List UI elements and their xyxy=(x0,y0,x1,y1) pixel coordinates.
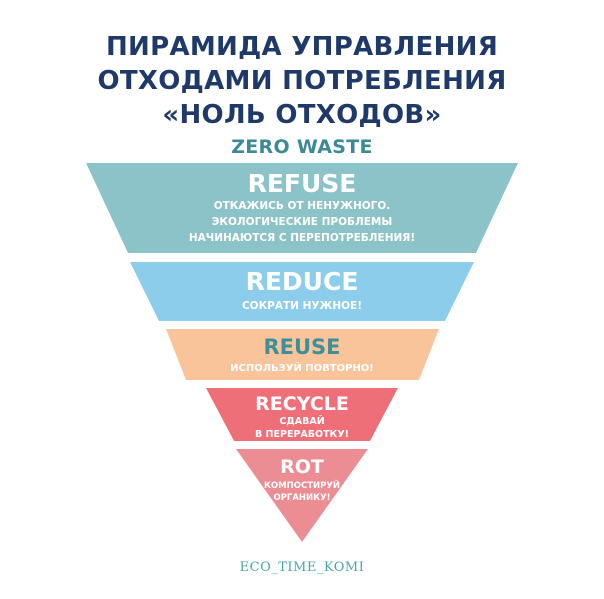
level-reuse-title: REUSE xyxy=(263,335,340,359)
level-rot-band xyxy=(236,449,368,542)
level-reuse-band xyxy=(166,329,439,380)
level-rot: ROT КОМПОСТИРУЙ ОРГАНИКУ! xyxy=(236,449,368,542)
level-refuse-desc-2: ЭКОЛОГИЧЕСКИЕ ПРОБЛЕМЫ xyxy=(212,216,393,228)
level-recycle-desc-2: В ПЕРЕРАБОТКУ! xyxy=(255,429,349,440)
level-refuse-desc-3: НАЧИНАЮТСЯ С ПЕРЕПОТРЕБЛЕНИЯ! xyxy=(189,232,415,244)
level-refuse-desc-1: ОТКАЖИСЬ ОТ НЕНУЖНОГО. xyxy=(214,200,391,212)
level-rot-desc-2: ОРГАНИКУ! xyxy=(273,493,330,503)
subtitle: ZERO WASTE xyxy=(231,136,373,158)
level-reduce-band xyxy=(130,262,474,321)
level-reduce-title: REDUCE xyxy=(246,267,359,296)
level-refuse: REFUSE ОТКАЖИСЬ ОТ НЕНУЖНОГО. ЭКОЛОГИЧЕС… xyxy=(86,163,518,253)
title-line-3: «НОЛЬ ОТХОДОВ» xyxy=(162,100,442,130)
level-reduce: REDUCE СОКРАТИ НУЖНОЕ! xyxy=(130,262,474,321)
level-refuse-band xyxy=(86,163,518,253)
level-recycle: RECYCLE СДАВАЙ В ПЕРЕРАБОТКУ! xyxy=(206,388,398,441)
footer-credit: ECO_TIME_KOMI xyxy=(239,560,365,575)
level-reuse: REUSE ИСПОЛЬЗУЙ ПОВТОРНО! xyxy=(166,329,439,380)
level-recycle-desc-1: СДАВАЙ xyxy=(279,415,324,427)
level-rot-desc-1: КОМПОСТИРУЙ xyxy=(264,479,340,491)
title-line-1: ПИРАМИДА УПРАВЛЕНИЯ xyxy=(105,32,499,62)
title-line-2: ОТХОДАМИ ПОТРЕБЛЕНИЯ xyxy=(97,66,507,96)
level-reuse-desc-1: ИСПОЛЬЗУЙ ПОВТОРНО! xyxy=(230,361,374,374)
level-recycle-title: RECYCLE xyxy=(255,393,349,415)
level-refuse-title: REFUSE xyxy=(248,169,357,198)
level-reduce-desc-1: СОКРАТИ НУЖНОЕ! xyxy=(242,300,362,312)
level-recycle-band xyxy=(206,388,398,441)
level-rot-title: ROT xyxy=(280,456,324,478)
page-title: ПИРАМИДА УПРАВЛЕНИЯ ОТХОДАМИ ПОТРЕБЛЕНИЯ… xyxy=(0,30,604,132)
